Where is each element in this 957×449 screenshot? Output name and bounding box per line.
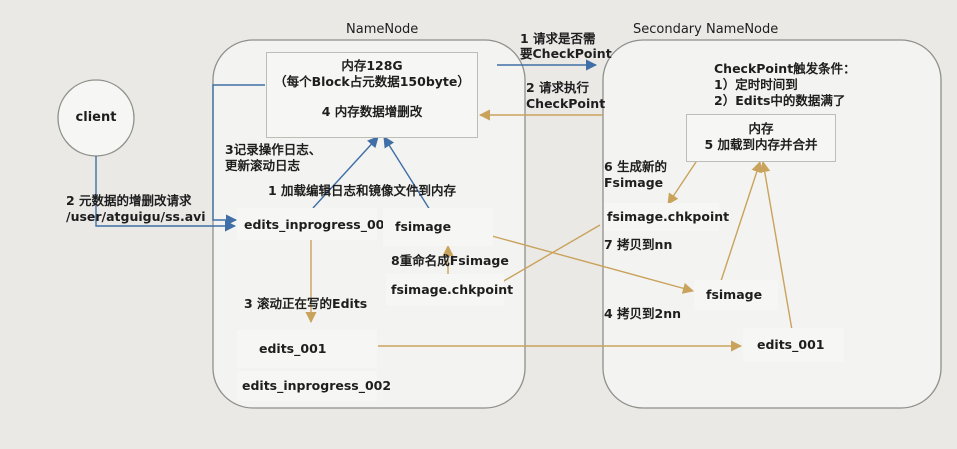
edits-001-box: edits_001 [237,330,377,368]
namenode-chkpoint-box: fsimage.chkpoint [386,274,513,306]
generate-fsimage-arrow [667,155,701,205]
load-fsimage-arrow [383,136,431,211]
secondary-memory-step: 5 加载到内存并合并 [704,137,818,152]
client-request-arrow [95,156,237,232]
load-edits-arrow [312,136,379,209]
fsimage-copy-arrow [469,229,695,294]
edits-inprogress-label: edits_inprogress_001 [244,217,394,232]
secondary-memory-title: 内存 [748,121,774,136]
namenode-memory-title: 内存128G [341,58,403,73]
client-request-label-1: 2 元数据的增删改请求 [66,193,192,208]
namenode-title: NameNode [346,22,419,37]
request-checkpoint-label-2: 要CheckPoint [520,46,612,61]
record-log-label-1: 3记录操作日志、 [225,142,322,157]
namenode-fsimage-box: fsimage [383,208,493,246]
namenode-memory-step: 4 内存数据增删改 [321,104,423,119]
edits-inprogress-box: edits_inprogress_001 [237,208,393,240]
request-checkpoint-label-1: 1 请求是否需 [520,31,596,46]
roll-edits-label: 3 滚动正在写的Edits [244,296,368,311]
checkpoint-condition-2: 2）Edits中的数据满了 [714,93,846,108]
execute-checkpoint-label-2: CheckPoint [526,96,606,111]
secondary-edits-label: edits_001 [757,337,825,352]
namenode-chkpoint-label: fsimage.chkpoint [391,282,514,297]
checkpoint-condition-1: 1）定时时间到 [714,77,798,92]
record-log-label-2: 更新滚动日志 [225,158,301,173]
chkpoint-copy-arrow [489,224,601,290]
record-log-arrow [212,84,265,226]
secondary-fsimage-label: fsimage [706,287,763,302]
load-label: 1 加载编辑日志和镜像文件到内存 [268,183,457,198]
execute-checkpoint-label-1: 2 请求执行 [526,80,590,95]
namenode-memory-sub: （每个Block占元数据150byte） [274,74,470,89]
namenode-memory-box: 内存128G （每个Block占元数据150byte） 4 内存数据增删改 [266,52,478,138]
load-fsimage-2nn-arrow [719,160,763,285]
checkpoint-conditions-title: CheckPoint触发条件： [714,61,856,76]
secondary-memory-box: 内存 5 加载到内存并合并 [686,114,836,162]
secondary-chkpoint-box: fsimage.chkpoint [604,203,729,231]
edits-inprogress-002-label: edits_inprogress_002 [242,378,392,393]
client-request-label-2: /user/atguigu/ss.avi [66,209,206,224]
namenode-fsimage-label: fsimage [395,219,452,234]
rename-label: 8重命名成Fsimage [391,253,509,268]
generate-fsimage-label-1: 6 生成新的 [604,159,668,174]
secondary-namenode-title: Secondary NameNode [633,22,779,37]
copy-to-2nn-label: 4 拷贝到2nn [604,306,682,321]
edits-inprogress-002-box: edits_inprogress_002 [237,371,391,401]
generate-fsimage-label-2: Fsimage [604,175,664,190]
copy-to-nn-label: 7 拷贝到nn [604,237,673,252]
secondary-chkpoint-label: fsimage.chkpoint [607,209,730,224]
edits-001-label: edits_001 [259,341,327,356]
load-edits-2nn-arrow [759,160,793,331]
secondary-fsimage-box: fsimage [694,280,778,310]
client-label: client [75,110,117,125]
secondary-edits-box: edits_001 [743,328,844,362]
